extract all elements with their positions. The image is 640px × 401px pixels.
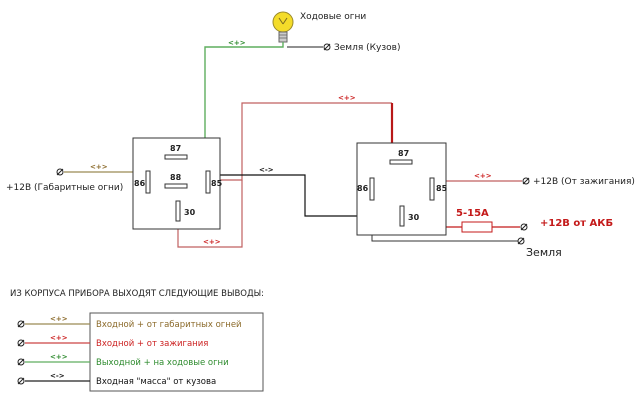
legend-title: ИЗ КОРПУСА ПРИБОРА ВЫХОДЯТ СЛЕДУЮЩИЕ ВЫВ… (10, 289, 264, 299)
polarity-ignition: <+> (474, 172, 492, 180)
relay-left-pin-88 (164, 183, 188, 189)
relay-left-label-86: 86 (134, 179, 146, 188)
legend-polarity: <+> (50, 334, 68, 342)
label-ground: Земля (526, 246, 562, 259)
legend-polarity: <+> (50, 353, 68, 361)
relay-left-label-88: 88 (170, 173, 182, 182)
lamp-label: Ходовые огни (300, 12, 366, 22)
relay-left-pin-30 (175, 200, 181, 222)
polarity-bottom-loop: <+> (203, 238, 221, 246)
relay-right-pin-87 (389, 159, 413, 165)
relay-left-label-85: 85 (211, 179, 223, 188)
terminal-ignition (522, 177, 530, 185)
relay-left-pin-87 (164, 154, 188, 160)
polarity-ground-link: <-> (259, 166, 274, 174)
relay-right-label-85: 85 (436, 184, 448, 193)
label-battery: +12В от АКБ (540, 218, 613, 229)
legend-text: Входной + от зажигания (96, 339, 208, 349)
label-gabarit: +12В (Габаритные огни) (6, 183, 123, 193)
legend-text: Выходной + на ходовые огни (96, 358, 229, 368)
relay-right-pin-86 (369, 177, 375, 201)
relay-right-label-87: 87 (398, 149, 409, 158)
relay-right-pin-85 (429, 177, 435, 201)
terminal-gabarit (56, 168, 64, 176)
legend-row: <-> Входная "масса" от кузова (17, 372, 216, 387)
fuse-rating: 5-15А (456, 208, 489, 219)
terminal-battery (520, 223, 528, 231)
lamp-icon (272, 11, 294, 43)
relay-left-pin-85 (205, 170, 211, 194)
relay-right-pin-30 (399, 205, 405, 227)
legend-row: <+> Выходной + на ходовые огни (17, 353, 229, 368)
polarity-output: <+> (228, 39, 246, 47)
legend-row: <+> Входной + от габаритных огней (17, 315, 242, 330)
legend-polarity: <+> (50, 315, 68, 323)
legend-text: Входной + от габаритных огней (96, 320, 242, 330)
label-ignition: +12В (От зажигания) (533, 177, 635, 187)
terminal-ground (517, 237, 525, 245)
relay-left-label-30: 30 (184, 208, 196, 217)
relay-left-pin-86 (145, 170, 151, 194)
terminal-ground-body (323, 43, 331, 51)
relay-right-label-86: 86 (357, 184, 369, 193)
wire-bottom-loop (177, 180, 243, 248)
wire-ground-link (212, 174, 373, 217)
relay-right-label-30: 30 (408, 213, 420, 222)
fuse-icon (461, 221, 493, 233)
legend-row: <+> Входной + от зажигания (17, 334, 208, 349)
legend-box (89, 312, 264, 392)
wire-top-link (212, 102, 392, 181)
legend-text: Входная "масса" от кузова (96, 377, 216, 387)
legend-polarity: <-> (50, 372, 65, 380)
label-ground-body: Земля (Кузов) (334, 43, 400, 53)
polarity-gabarit: <+> (90, 163, 108, 171)
polarity-top-link: <+> (338, 94, 356, 102)
relay-left-label-87: 87 (170, 144, 181, 153)
